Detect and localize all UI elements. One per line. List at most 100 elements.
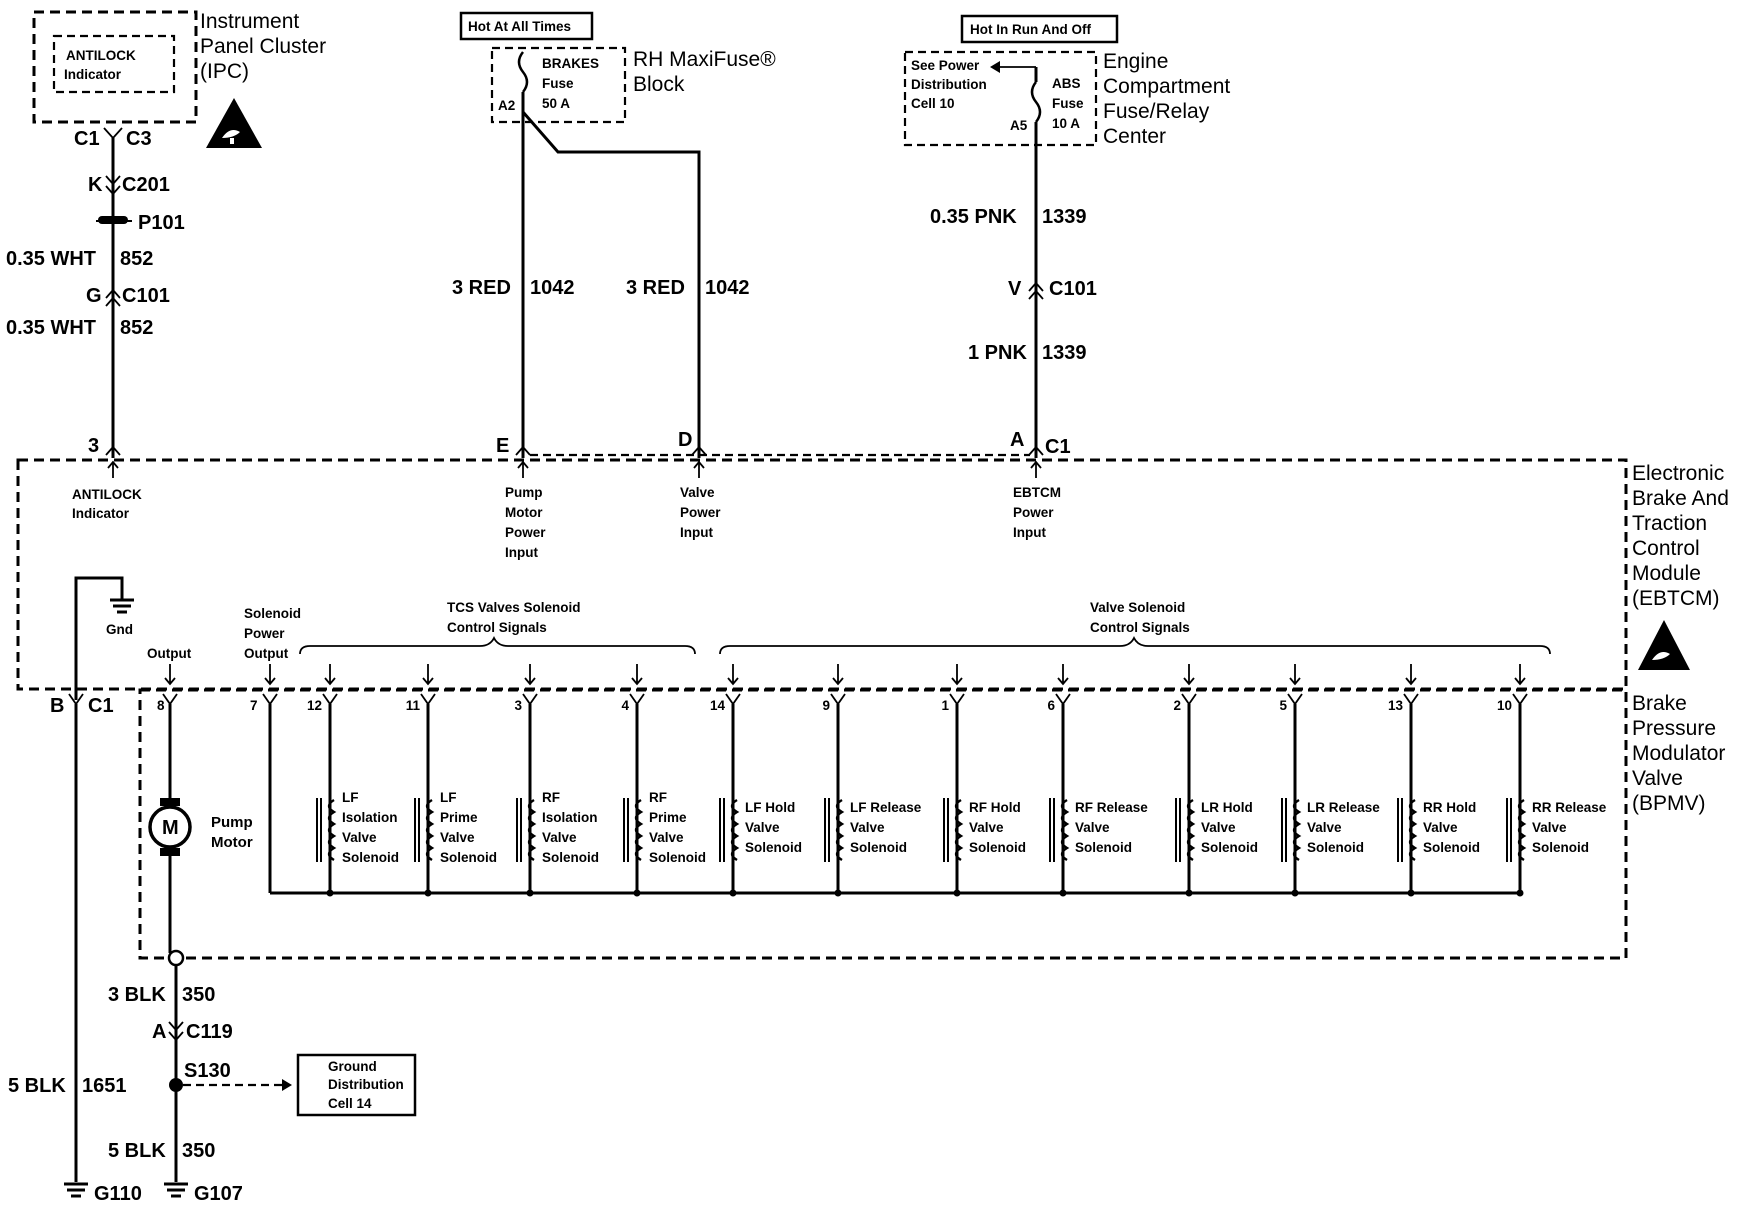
bpmv-box (138, 688, 1628, 960)
maxifuse-hot-box (459, 11, 594, 41)
valve-group-line2: Control Signals (1090, 620, 1190, 635)
valve-group-line1: Valve Solenoid (1090, 600, 1185, 615)
solenoid-pin: 2 (1173, 698, 1181, 713)
ebtcm-section: Electronic Brake And Traction Control Mo… (16, 458, 1729, 717)
brakes-fuse-line3: 50 A (542, 96, 570, 111)
ipc-title-line3: (IPC) (200, 60, 249, 83)
abs-fuse-line1: ABS (1052, 76, 1081, 91)
pnk-wire-section: 0.35 PNK 1339 V C101 1 PNK 1339 A C1 (930, 122, 1097, 458)
p101-connector-symbol (96, 216, 132, 224)
solenoid-label-line: Solenoid (1075, 840, 1132, 855)
gnd-label: Gnd (106, 622, 133, 637)
solenoid-control-arrow (631, 664, 643, 686)
c119-pin: A (152, 1021, 166, 1043)
engine-center-line1: Engine (1103, 50, 1168, 73)
maxifuse-box (490, 46, 627, 124)
ipc-wire1-circuit: 852 (120, 248, 153, 270)
c119-connector-symbol (168, 1021, 184, 1042)
solenoid-pin: 14 (710, 698, 726, 713)
solenoid-control-arrow (951, 664, 963, 686)
pump-input-line4: Input (505, 545, 538, 560)
motor-brush-top (160, 798, 180, 806)
see-power-arrow-head (990, 61, 1000, 73)
solenoid-control-arrow (1289, 664, 1301, 686)
red-wire-section: 3 RED 1042 3 RED 1042 E D (452, 92, 1030, 458)
bus-junction (1291, 889, 1299, 897)
sol-output-line3: Output (244, 646, 289, 661)
brakes-fuse-pin: A2 (498, 98, 515, 113)
ipc-indicator-line2: Indicator (64, 67, 122, 82)
internal-ground-wire (74, 576, 124, 700)
ebtcm-conn-c1-top: C1 (1045, 436, 1071, 458)
c101-ipc-pin: G (86, 285, 102, 307)
bus-junction (1407, 889, 1415, 897)
see-power-line3: Cell 10 (911, 96, 955, 111)
sol-output-arrow (264, 664, 276, 686)
solenoid-label-line: RF (542, 790, 560, 805)
ebtcm-conn-c1-bottom: C1 (88, 695, 114, 717)
maxifuse-hot-label: Hot At All Times (468, 19, 571, 34)
tcs-group-line1: TCS Valves Solenoid (447, 600, 581, 615)
abs-fuse-symbol (1030, 81, 1042, 123)
solenoid-label-line: RR Release (1532, 800, 1607, 815)
solenoid-label-line: Solenoid (1423, 840, 1480, 855)
c201-connector-symbol (105, 175, 121, 196)
solenoid-label-line: Valve (1201, 820, 1236, 835)
solenoid-coil-icon (1408, 798, 1418, 862)
ground-wire1-color: 3 BLK (108, 984, 166, 1006)
brakes-fuse-line1: BRAKES (542, 56, 599, 71)
bpmv-title-line4: Valve (1632, 767, 1683, 790)
ipc-conn-c1: C1 (74, 128, 100, 150)
ground-wire1-circuit: 350 (182, 984, 215, 1006)
maxifuse-block-line2: Block (633, 73, 685, 96)
solenoid-control-arrow (1183, 664, 1195, 686)
solenoid-label-line: Valve (1532, 820, 1567, 835)
g110-label: G110 (94, 1183, 142, 1205)
solenoid-label-line: RF (649, 790, 667, 805)
solenoid-pin: 10 (1497, 698, 1512, 713)
ipc-title-line2: Panel Cluster (200, 35, 326, 58)
c101-pnk-label: C101 (1049, 278, 1097, 300)
ground-section: 3 BLK 350 A C119 S130 Ground Distributio… (8, 704, 417, 1205)
solenoid-connector-symbol (1512, 693, 1528, 706)
solenoid-coil-icon (1186, 798, 1196, 862)
ground-dist-line1: Ground (328, 1059, 377, 1074)
ground-left-color: 5 BLK (8, 1075, 66, 1097)
solenoid-label-line: Solenoid (1201, 840, 1258, 855)
ebtcm-pin-3: 3 (88, 435, 99, 457)
solenoid-coil-icon (634, 798, 644, 862)
ground-dist-box (296, 1053, 417, 1117)
solenoid-label-line: Valve (1423, 820, 1458, 835)
c101-pnk-connector-symbol (1028, 281, 1044, 300)
solenoid-coil-icon (954, 798, 964, 862)
pnk-wire1-color: 0.35 PNK (930, 206, 1017, 228)
solenoid-label-line: RR Hold (1423, 800, 1476, 815)
c101-ipc-label: C101 (122, 285, 170, 307)
solenoid-label-line: Valve (1075, 820, 1110, 835)
solenoid-label-line: RF Hold (969, 800, 1021, 815)
ebtcm-input-line1: EBTCM (1013, 485, 1061, 500)
bus-junction (1516, 889, 1524, 897)
pnk-wire1-circuit: 1339 (1042, 206, 1087, 228)
brakes-fuse-line2: Fuse (542, 76, 574, 91)
solenoid-label-line: LR Hold (1201, 800, 1253, 815)
engine-hot-label: Hot In Run And Off (970, 22, 1091, 37)
solenoid-connector-symbol (1181, 693, 1197, 706)
sol-output-line2: Power (244, 626, 285, 641)
solenoid-connector-symbol (1403, 693, 1419, 706)
c119-label: C119 (186, 1021, 233, 1043)
solenoid-connector-symbol (322, 693, 338, 706)
solenoid-coil-icon (730, 798, 740, 862)
pnk-wire2-color: 1 PNK (968, 342, 1027, 364)
solenoid-coil-icon (1060, 798, 1070, 862)
red-wire-right (521, 111, 701, 458)
solenoid-label-line: RF Release (1075, 800, 1148, 815)
solenoid-label-line: Solenoid (745, 840, 802, 855)
ebtcm-title-line1: Electronic (1632, 462, 1724, 485)
motor-brush-bottom (160, 848, 180, 856)
ipc-conn-c3: C3 (126, 128, 152, 150)
solenoid-control-arrow (1405, 664, 1417, 686)
